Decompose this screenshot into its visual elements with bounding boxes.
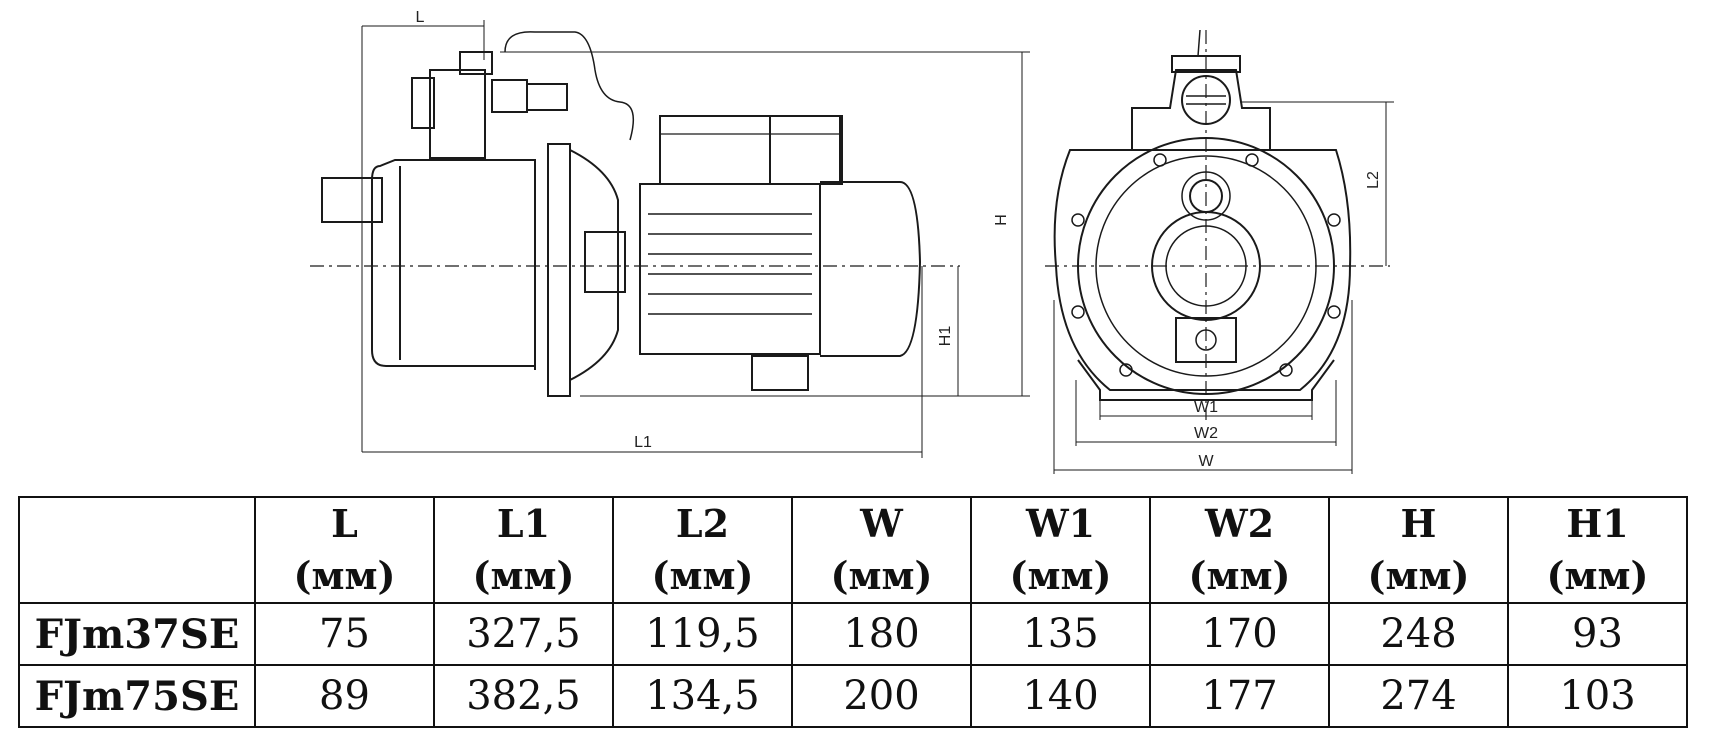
value-cell: 75 [254,602,435,666]
value-cell: 180 [791,602,972,666]
value-cell: 177 [1149,664,1330,728]
side-view [310,20,1030,458]
table-row: FJm37SE 75 327,5 119,5 180 135 170 248 9… [18,602,1688,666]
column-header-h1: H1(мм) [1507,496,1688,604]
pump-dimension-drawing: L L1 H H1 [310,9,1394,474]
value-cell: 382,5 [433,664,614,728]
dim-label-h: H [993,214,1010,226]
dim-label-w: W [1198,453,1214,470]
dim-label-l2: L2 [1365,171,1382,189]
value-cell: 170 [1149,602,1330,666]
value-cell: 135 [970,602,1151,666]
column-header-w: W(мм) [791,496,972,604]
value-cell: 89 [254,664,435,728]
value-cell: 327,5 [433,602,614,666]
value-cell: 140 [970,664,1151,728]
column-header-w2: W2(мм) [1149,496,1330,604]
value-cell: 119,5 [612,602,793,666]
dim-label-l1: L1 [634,434,652,451]
column-header-h: H(мм) [1328,496,1509,604]
model-cell: FJm75SE [18,664,256,728]
column-header-l: L(мм) [254,496,435,604]
dim-label-h1: H1 [937,326,954,347]
value-cell: 200 [791,664,972,728]
dimensions-table: L(мм) L1(мм) L2(мм) W(мм) W1(мм) W2(мм) … [18,496,1688,728]
table-row: FJm75SE 89 382,5 134,5 200 140 177 274 1… [18,664,1688,728]
dim-label-w2: W2 [1194,425,1218,442]
column-header-l1: L1(мм) [433,496,614,604]
model-cell: FJm37SE [18,602,256,666]
column-header-l2: L2(мм) [612,496,793,604]
table-header-row: L(мм) L1(мм) L2(мм) W(мм) W1(мм) W2(мм) … [18,496,1688,604]
value-cell: 274 [1328,664,1509,728]
dim-label-l: L [416,9,425,26]
value-cell: 248 [1328,602,1509,666]
front-view [1045,29,1394,474]
value-cell: 103 [1507,664,1688,728]
value-cell: 134,5 [612,664,793,728]
dim-label-w1: W1 [1194,399,1218,416]
column-header-w1: W1(мм) [970,496,1151,604]
corner-cell [18,496,256,604]
value-cell: 93 [1507,602,1688,666]
